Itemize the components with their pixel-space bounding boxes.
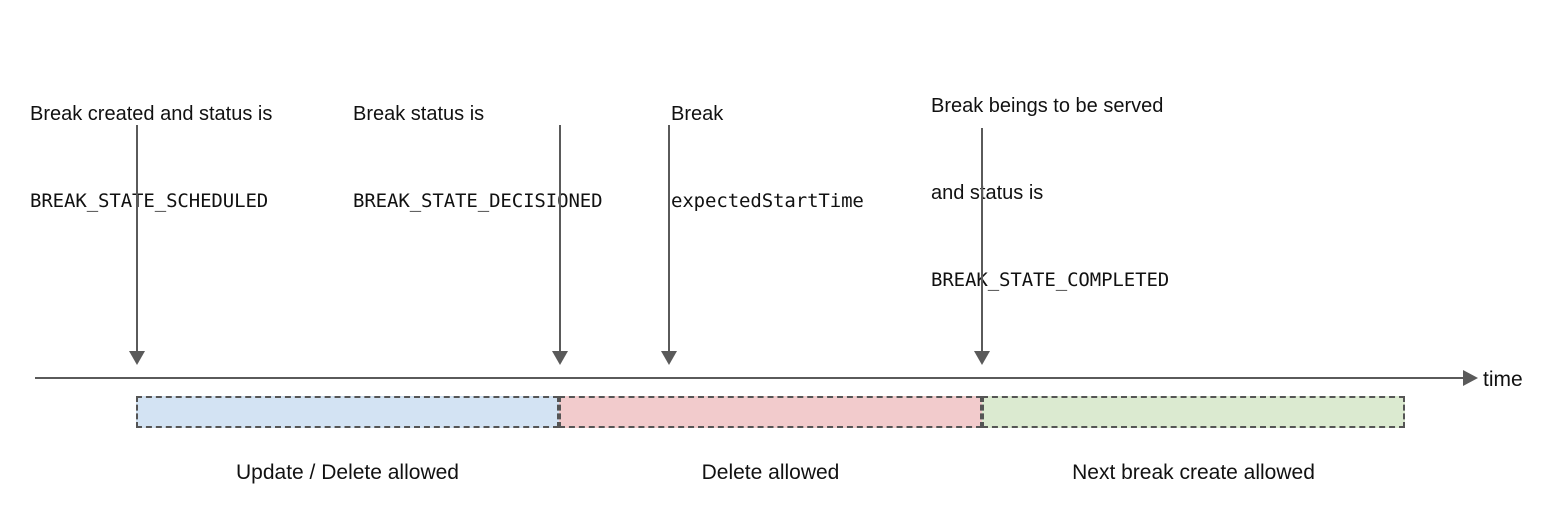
phase-caption-delete: Delete allowed	[701, 461, 840, 484]
arrow-down-icon-expected-start	[661, 351, 677, 365]
event-label-completed-prose-line2: and status is	[931, 182, 1044, 204]
event-label-expected-start: Break expectedStartTime	[671, 42, 864, 274]
time-axis-label: time	[1483, 368, 1523, 391]
phase-caption-next-break-create: Next break create allowed	[1072, 461, 1315, 484]
arrow-down-icon-scheduled	[129, 351, 145, 365]
event-label-decisioned: Break status is BREAK_STATE_DECISIONED	[353, 42, 603, 274]
event-label-completed-prose-line1: Break beings to be served	[931, 95, 1164, 117]
event-label-decisioned-prose: Break status is	[353, 103, 485, 125]
event-label-completed-code: BREAK_STATE_COMPLETED	[931, 269, 1170, 291]
arrow-down-icon-completed	[974, 351, 990, 365]
marker-line-decisioned	[559, 125, 561, 355]
marker-line-scheduled	[136, 125, 138, 355]
time-axis-line	[35, 377, 1465, 379]
phase-bar-next-break-create	[982, 396, 1405, 428]
event-label-expected-start-prose: Break	[671, 103, 724, 125]
event-label-expected-start-code: expectedStartTime	[671, 190, 864, 212]
arrow-down-icon-decisioned	[552, 351, 568, 365]
phase-bar-update-delete	[136, 396, 559, 428]
event-label-completed: Break beings to be served and status is …	[931, 34, 1169, 353]
event-label-scheduled: Break created and status is BREAK_STATE_…	[30, 42, 272, 274]
arrow-right-icon	[1463, 370, 1478, 386]
phase-caption-update-delete: Update / Delete allowed	[236, 461, 459, 484]
marker-line-completed	[981, 128, 983, 355]
phase-bar-delete	[559, 396, 982, 428]
event-label-scheduled-prose: Break created and status is	[30, 103, 273, 125]
event-label-scheduled-code: BREAK_STATE_SCHEDULED	[30, 190, 269, 212]
event-label-decisioned-code: BREAK_STATE_DECISIONED	[353, 190, 603, 212]
marker-line-expected-start	[668, 125, 670, 355]
